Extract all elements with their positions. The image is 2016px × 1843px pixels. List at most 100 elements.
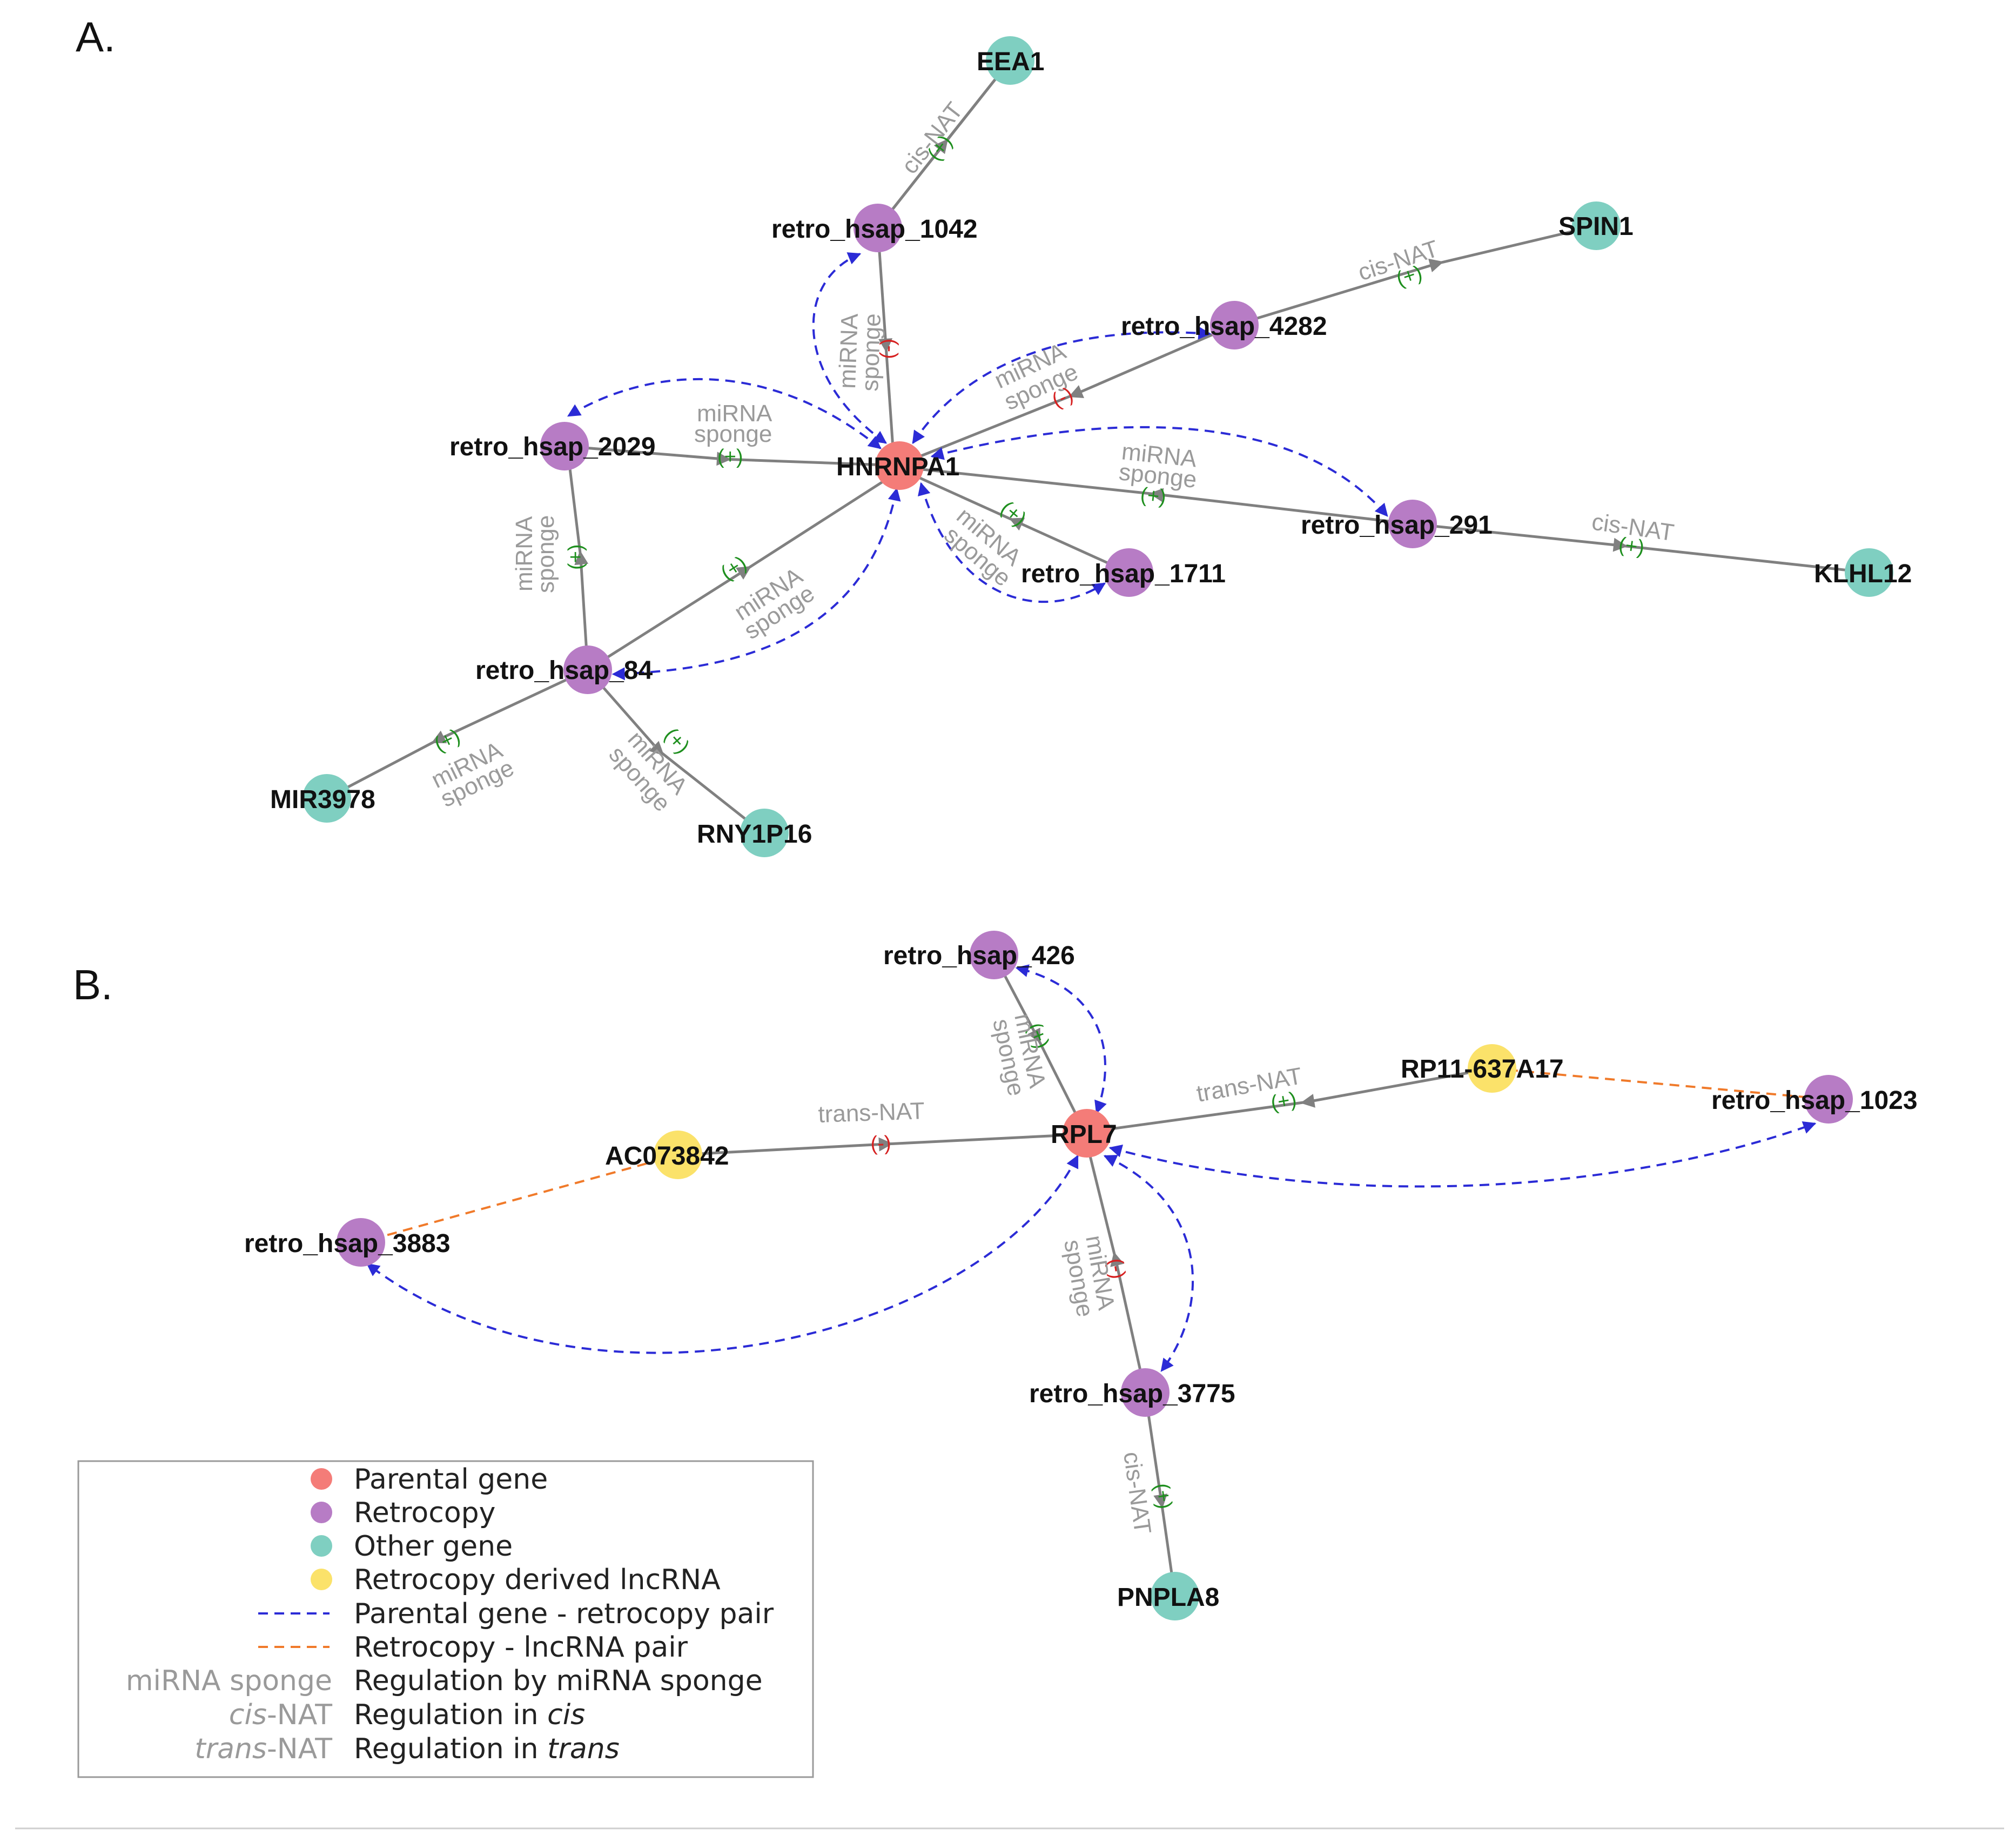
node-label-hnrnpa1: HNRNPA1 — [836, 453, 959, 481]
panel-b-network: (+) miRNA sponge trans-NAT (+) trans-NAT… — [244, 931, 1918, 1620]
nodes-a — [303, 36, 1893, 857]
pair-hnrnpa1-1711 — [918, 482, 1106, 603]
node-labels-a: HNRNPA1 retro_hsap_1042 EEA1 retro_hsap_… — [270, 48, 1912, 849]
label-ac073842-rpl7: trans-NAT — [818, 1098, 925, 1128]
pair-hnrnpa1-1042 — [812, 252, 887, 444]
label-2029-hnrnpa1-mirna: miRNA — [697, 400, 772, 427]
legend-box — [77, 1460, 814, 1778]
pair-hnrnpa1-2029 — [567, 378, 882, 449]
node-label-rp11-637a17: RP11-637A17 — [1401, 1055, 1564, 1084]
edge-84-mir3978 — [328, 668, 589, 798]
node-label-retro-hsap-291: retro_hsap_291 — [1301, 511, 1493, 540]
legend-label-mirna: Regulation by miRNA sponge — [354, 1665, 763, 1697]
legend-item-retrocopy: Retrocopy — [311, 1497, 495, 1529]
legend-label-lncrna: Retrocopy derived lncRNA — [354, 1564, 721, 1596]
label-3775-pnpla8: cis-NAT — [1118, 1450, 1156, 1536]
node-label-pnpla8: PNPLA8 — [1117, 1583, 1219, 1612]
legend-label-parental: Parental gene — [354, 1463, 548, 1496]
edge-3775-pnpla8 — [1144, 1392, 1177, 1597]
pair-rpl7-3775 — [1103, 1155, 1194, 1372]
legend-label-trans: Regulation in trans — [354, 1733, 620, 1765]
sign-84-2029: (+) — [565, 544, 587, 570]
legend-item-mirna: miRNA sponge Regulation by miRNA sponge — [126, 1665, 763, 1697]
edge-4282-spin1 — [1234, 224, 1597, 327]
legend-swatch-retrocopy — [311, 1502, 332, 1523]
node-retro-hsap-3775[interactable] — [1121, 1368, 1170, 1417]
pair-hnrnpa1-291 — [930, 426, 1388, 517]
sign-ac073842-rpl7: (-) — [870, 1132, 891, 1155]
node-retro-hsap-1042[interactable] — [854, 204, 902, 252]
node-label-retro-hsap-3775: retro_hsap_3775 — [1029, 1380, 1235, 1408]
legend-item-lncrna: Retrocopy derived lncRNA — [311, 1564, 721, 1596]
legend-item-trans: trans-NAT Regulation in trans — [194, 1733, 619, 1765]
node-retro-hsap-3883[interactable] — [337, 1218, 385, 1267]
node-label-ac073842: AC073842 — [605, 1142, 729, 1171]
node-retro-hsap-291[interactable] — [1388, 500, 1437, 548]
nodes-b — [337, 931, 1853, 1620]
node-hnrnpa1[interactable] — [875, 441, 924, 490]
node-ac073842[interactable] — [654, 1131, 702, 1179]
sign-3775-pnpla8: (+) — [1150, 1482, 1176, 1510]
edge-2029-hnrnpa1 — [564, 445, 903, 467]
node-label-mir3978: MIR3978 — [270, 785, 375, 814]
parental-pair-edges-a — [567, 252, 1388, 681]
node-spin1[interactable] — [1572, 201, 1621, 250]
node-rpl7[interactable] — [1063, 1109, 1111, 1158]
legend-item-cis: cis-NAT Regulation in cis — [229, 1699, 585, 1731]
edge-1042-eea1-arrow — [877, 59, 1011, 229]
node-rny1p16[interactable] — [740, 809, 789, 857]
label-84-2029-sponge: sponge — [533, 515, 559, 593]
node-rp11-637a17[interactable] — [1468, 1044, 1516, 1093]
legend-label-other: Other gene — [354, 1530, 513, 1563]
edge-ac073842-rpl7 — [677, 1133, 1084, 1156]
legend-label-lncrna-pair: Retrocopy - lncRNA pair — [354, 1631, 688, 1664]
node-label-retro-hsap-84: retro_hsap_84 — [475, 656, 653, 685]
pair-hnrnpa1-4282 — [912, 326, 1212, 444]
edge-84-2029 — [566, 446, 589, 670]
sign-3775-rpl7: (-) — [1104, 1256, 1130, 1281]
node-retro-hsap-4282[interactable] — [1210, 301, 1259, 349]
node-label-retro-hsap-1711: retro_hsap_1711 — [1021, 560, 1226, 588]
parental-pair-edges-b — [366, 964, 1817, 1372]
legend-item-parental-pair: Parental gene - retrocopy pair — [258, 1598, 774, 1630]
label-1042-hnrnpa1-mirna: miRNA — [834, 313, 863, 389]
node-label-klhl12: KLHL12 — [1814, 560, 1912, 588]
node-label-rpl7: RPL7 — [1051, 1120, 1117, 1149]
node-labels-b: RPL7 retro_hsap_426 RP11-637A17 retro_hs… — [244, 941, 1918, 1612]
node-label-retro-hsap-2029: retro_hsap_2029 — [449, 433, 656, 461]
node-retro-hsap-2029[interactable] — [540, 422, 589, 470]
legend-item-other: Other gene — [311, 1530, 513, 1563]
panel-a-network: cis-NAT (+) miRNA sponge (-) cis-NAT (+)… — [270, 36, 1912, 857]
node-label-retro-hsap-426: retro_hsap_426 — [883, 941, 1075, 970]
legend-swatch-lncrna — [311, 1569, 332, 1590]
legend-label-parental-pair: Parental gene - retrocopy pair — [354, 1598, 774, 1630]
sign-291-hnrnpa1: (+) — [1139, 483, 1167, 509]
node-klhl12[interactable] — [1845, 548, 1893, 597]
node-retro-hsap-84[interactable] — [563, 645, 612, 694]
label-2029-hnrnpa1-sponge: sponge — [694, 421, 772, 447]
pair-rpl7-3883 — [366, 1154, 1079, 1354]
edge-labels-b: (+) miRNA sponge trans-NAT (+) trans-NAT… — [818, 1011, 1304, 1536]
node-pnpla8[interactable] — [1151, 1572, 1199, 1620]
legend-item-parental: Parental gene — [311, 1463, 548, 1496]
node-mir3978[interactable] — [303, 774, 351, 823]
node-retro-hsap-426[interactable] — [970, 931, 1018, 979]
legend-key-mirna: miRNA sponge — [126, 1665, 332, 1697]
sign-291-klhl12: (+) — [1617, 533, 1646, 559]
node-label-eea1: EEA1 — [977, 48, 1044, 76]
pair-rpl7-426 — [1015, 964, 1107, 1114]
sign-rp11-rpl7: (+) — [1269, 1088, 1298, 1115]
node-label-retro-hsap-1042: retro_hsap_1042 — [771, 215, 978, 244]
node-retro-hsap-1711[interactable] — [1105, 548, 1153, 597]
pair-rpl7-1023 — [1108, 1121, 1817, 1188]
label-1042-eea1: cis-NAT — [896, 97, 968, 179]
node-eea1[interactable] — [986, 36, 1034, 85]
legend-label-cis: Regulation in cis — [354, 1699, 585, 1731]
legend-key-trans: trans-NAT — [194, 1733, 332, 1765]
node-label-retro-hsap-1023: retro_hsap_1023 — [1711, 1086, 1918, 1115]
legend-label-retrocopy: Retrocopy — [354, 1497, 495, 1529]
legend-swatch-other — [311, 1535, 332, 1557]
edge-84-rny1p16 — [587, 669, 763, 833]
node-retro-hsap-1023[interactable] — [1804, 1075, 1853, 1124]
